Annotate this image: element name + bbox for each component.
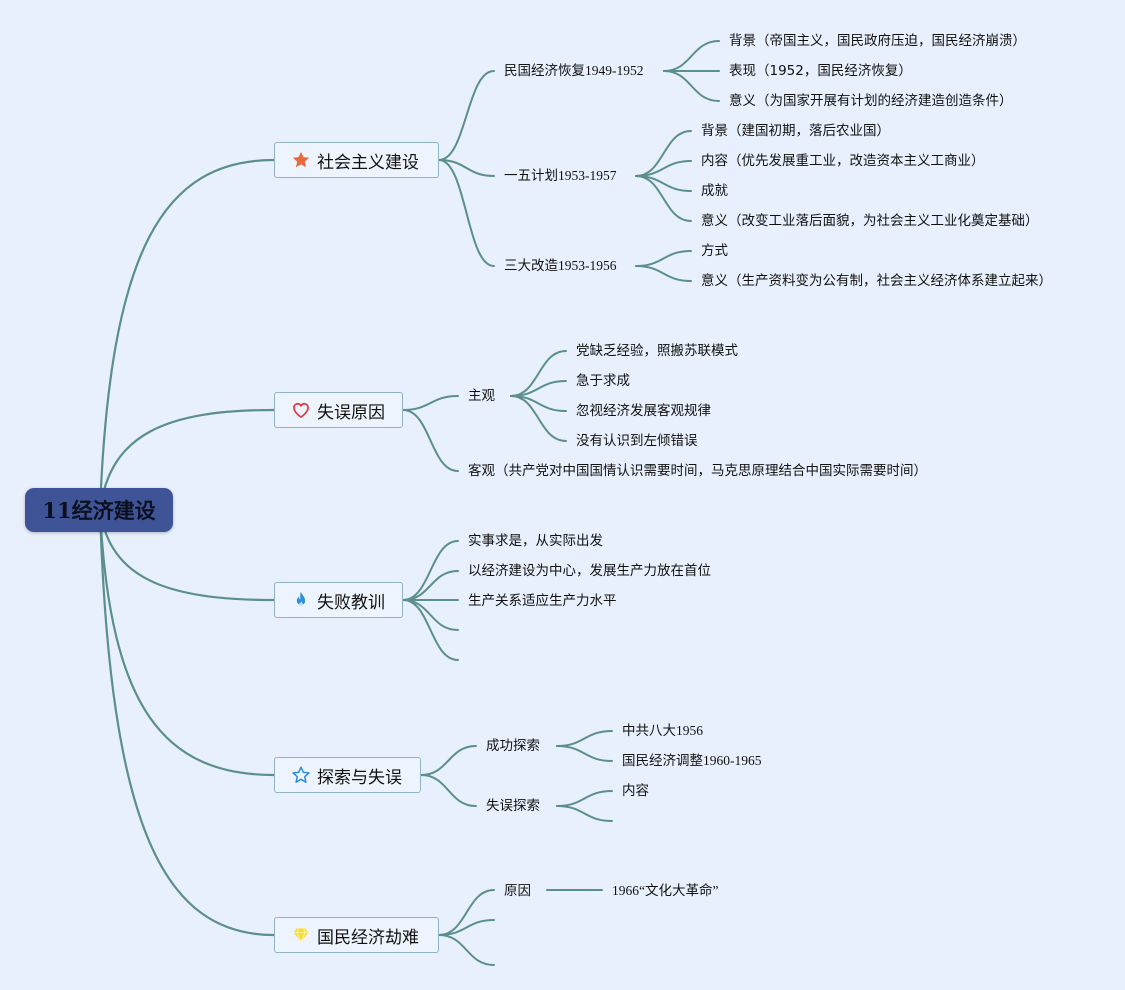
root-connector-line: [98, 509, 275, 937]
leaf-label[interactable]: 成就: [701, 183, 728, 199]
topic-label: 失误原因: [317, 402, 385, 423]
subtopic-label[interactable]: 客观（共产党对中国国情认识需要时间，马克思原理结合中国实际需要时间）: [468, 463, 927, 479]
connector-line: [438, 159, 495, 267]
topic-label: 社会主义建设: [317, 152, 419, 173]
connector-line: [438, 934, 495, 966]
connector-line: [556, 730, 613, 747]
leaf-label[interactable]: 国民经济调整1960-1965: [622, 753, 762, 768]
topic-failure-lessons[interactable]: 失败教训: [274, 582, 403, 618]
connector-line: [635, 265, 692, 282]
connector-line: [402, 409, 459, 472]
leaf-label[interactable]: 急于求成: [576, 373, 630, 389]
subtopic-label[interactable]: 以经济建设为中心，发展生产力放在首位: [468, 563, 711, 579]
topic-label: 失败教训: [317, 592, 385, 613]
star-icon: [291, 150, 311, 170]
subtopic-label[interactable]: 主观: [468, 388, 495, 404]
connector-line: [663, 70, 720, 102]
leaf-label[interactable]: 党缺乏经验，照搬苏联模式: [576, 343, 738, 359]
topic-socialist-construction[interactable]: 社会主义建设: [274, 142, 439, 178]
connector-line: [402, 599, 459, 661]
leaf-label[interactable]: 表现（1952，国民经济恢复）: [729, 63, 912, 79]
root-connector-line: [98, 408, 275, 511]
subtopic-label[interactable]: 成功探索: [486, 738, 540, 754]
leaf-label[interactable]: 1966“文化大革命”: [612, 883, 719, 898]
connector-line: [438, 159, 495, 177]
leaf-label[interactable]: 意义（为国家开展有计划的经济建造创造条件）: [729, 93, 1013, 109]
topic-economic-catastrophe[interactable]: 国民经济劫难: [274, 917, 439, 953]
connector-line: [635, 250, 692, 267]
connector-line: [556, 790, 613, 807]
connector-line: [663, 40, 720, 72]
connector-line: [420, 745, 477, 776]
topic-exploration-errors[interactable]: 探索与失误: [274, 757, 421, 793]
connector-line: [402, 395, 459, 411]
root-topic[interactable]: 11经济建设: [25, 488, 173, 532]
subtopic-label[interactable]: 生产关系适应生产力水平: [468, 593, 617, 609]
leaf-label[interactable]: 中共八大1956: [622, 723, 703, 738]
connector-line: [635, 175, 692, 222]
subtopic-label[interactable]: 原因: [504, 883, 531, 899]
connector-line: [556, 745, 613, 762]
connector-line: [402, 540, 459, 601]
topic-label: 国民经济劫难: [317, 927, 419, 948]
heart-icon: [291, 400, 311, 420]
leaf-label[interactable]: 意义（改变工业落后面貌，为社会主义工业化奠定基础）: [701, 213, 1039, 229]
subtopic-label[interactable]: 一五计划1953-1957: [504, 168, 617, 183]
connector-line: [556, 805, 613, 822]
leaf-label[interactable]: 背景（帝国主义，国民政府压迫，国民经济崩溃）: [729, 33, 1026, 49]
root-connector-line: [98, 509, 275, 602]
connector-line: [438, 919, 495, 936]
leaf-label[interactable]: 背景（建国初期，落后农业国）: [701, 123, 890, 139]
leaf-label[interactable]: 没有认识到左倾错误: [576, 433, 698, 449]
fire-icon: [291, 590, 311, 610]
diamond-icon: [291, 925, 311, 945]
leaf-label[interactable]: 忽视经济发展客观规律: [576, 403, 711, 419]
leaf-label[interactable]: 意义（生产资料变为公有制，社会主义经济体系建立起来）: [701, 273, 1052, 289]
connector-line: [402, 570, 459, 601]
connector-line: [438, 70, 495, 161]
subtopic-label[interactable]: 民国经济恢复1949-1952: [504, 63, 644, 78]
connector-line: [402, 599, 459, 631]
subtopic-label[interactable]: 三大改造1953-1956: [504, 258, 617, 273]
leaf-label[interactable]: 方式: [701, 243, 728, 259]
connector-line: [420, 774, 477, 807]
subtopic-label[interactable]: 失误探索: [486, 798, 540, 814]
leaf-label[interactable]: 内容: [622, 783, 649, 799]
star-outline-icon: [291, 765, 311, 785]
leaf-label[interactable]: 内容（优先发展重工业，改造资本主义工商业）: [701, 153, 985, 169]
topic-error-causes[interactable]: 失误原因: [274, 392, 403, 428]
root-connector-line: [98, 509, 275, 777]
connector-line: [510, 395, 567, 442]
topic-label: 探索与失误: [317, 767, 402, 788]
root-connector-line: [98, 158, 275, 511]
subtopic-label[interactable]: 实事求是，从实际出发: [468, 533, 603, 549]
